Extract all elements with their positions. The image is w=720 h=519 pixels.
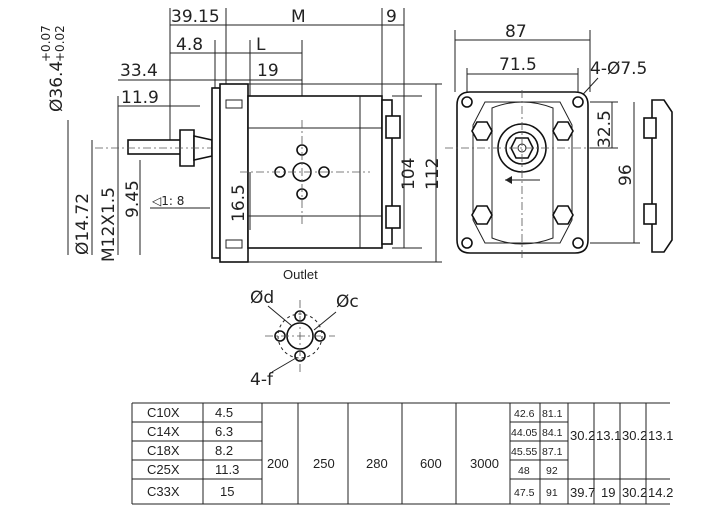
bolt-icon: [552, 121, 574, 141]
group-b-cell: 30.2: [622, 485, 647, 500]
group-b-cell: 19: [601, 485, 615, 500]
group-b-cell: 14.2: [648, 485, 673, 500]
c2-cell: 81.1: [542, 408, 563, 420]
outlet-title: Outlet: [283, 267, 318, 282]
front-view: 87 71.5 4-Ø7.5 32.: [445, 22, 673, 258]
model-cell: C14X: [147, 424, 180, 439]
tol-upper: +0.07: [39, 25, 53, 62]
disp-cell: 8.2: [215, 443, 233, 458]
c1-cell: 44.05: [511, 427, 537, 439]
disp-cell: 4.5: [215, 405, 233, 420]
c1-cell: 42.6: [514, 408, 535, 420]
dim-36-4: Ø36.4: [47, 61, 67, 112]
front-hole-bl: [461, 237, 473, 249]
front-hole-tr: [572, 96, 584, 108]
dim-9-45: 9.45: [123, 180, 143, 218]
dim-m12: M12X1.5: [99, 187, 119, 262]
end-bolt-bottom: [385, 205, 401, 229]
dim-m: M: [291, 7, 306, 27]
dim-32-5: 32.5: [595, 110, 615, 148]
dim-19: 19: [257, 61, 279, 81]
c1-cell: 47.5: [514, 487, 535, 499]
c2-cell: 92: [546, 465, 558, 477]
merged-cell: 250: [313, 456, 335, 471]
outlet-c-label: Øc: [336, 292, 359, 312]
dim-96: 96: [616, 164, 636, 186]
dim-11-9: 11.9: [121, 88, 159, 108]
disp-cell: 15: [220, 484, 234, 499]
outlet-f-label: 4-f: [250, 370, 274, 390]
merged-cell: 600: [420, 456, 442, 471]
group-a-cell: 30.2: [570, 428, 595, 443]
dim-4-8: 4.8: [176, 35, 203, 55]
dim-39-15: 39.15: [171, 7, 220, 27]
group-a-cell: 13.1: [596, 428, 621, 443]
front-hole-br: [572, 237, 584, 249]
c1-cell: 45.55: [511, 446, 537, 458]
merged-cell: 3000: [470, 456, 499, 471]
dim-16-5: 16.5: [229, 184, 249, 222]
c2-cell: 87.1: [542, 446, 563, 458]
dim-9: 9: [386, 7, 397, 27]
group-b-cell: 39.7: [570, 485, 595, 500]
shaft: [127, 139, 189, 155]
merged-cell: 280: [366, 456, 388, 471]
bolt-icon: [552, 205, 574, 225]
merged-cell: 200: [267, 456, 289, 471]
end-cap: [381, 99, 393, 245]
dim-l: L: [256, 35, 266, 55]
model-cell: C33X: [147, 484, 180, 499]
c1-cell: 48: [518, 465, 530, 477]
c2-cell: 91: [546, 487, 558, 499]
bolt-icon: [471, 121, 493, 141]
dim-112: 112: [423, 158, 443, 190]
edge-view: [651, 99, 673, 253]
dim-71-5: 71.5: [499, 55, 537, 75]
side-view: 39.15 M 9 4.8 L 33.4 19 11.9 Ø36.4 +0.07…: [39, 7, 443, 263]
dim-87: 87: [505, 22, 527, 42]
bolt-icon: [471, 205, 493, 225]
model-cell: C10X: [147, 405, 180, 420]
disp-cell: 6.3: [215, 424, 233, 439]
spec-table: C10X C14X C18X C25X C33X 4.5 6.3 8.2 11.…: [131, 402, 673, 505]
group-a-cell: 30.2: [622, 428, 647, 443]
c2-cell: 84.1: [542, 427, 563, 439]
disp-cell: 11.3: [215, 462, 239, 477]
dim-104: 104: [399, 158, 419, 190]
group-a-cell: 13.1: [648, 428, 673, 443]
front-hole-tl: [461, 96, 473, 108]
holes-label: 4-Ø7.5: [590, 59, 647, 79]
outlet-detail: Outlet Ød Øc 4-f: [250, 267, 359, 390]
tol-lower: +0.02: [53, 25, 67, 62]
dim-14-72: Ø14.72: [73, 193, 93, 255]
outlet-d-label: Ød: [250, 288, 274, 308]
mount-flange: [211, 87, 221, 259]
end-bolt-top: [385, 115, 401, 139]
dim-33-4: 33.4: [120, 61, 158, 81]
model-cell: C25X: [147, 462, 180, 477]
taper-label: ◁1: 8: [151, 194, 184, 208]
flange-plate: [219, 83, 249, 263]
model-cell: C18X: [147, 443, 180, 458]
